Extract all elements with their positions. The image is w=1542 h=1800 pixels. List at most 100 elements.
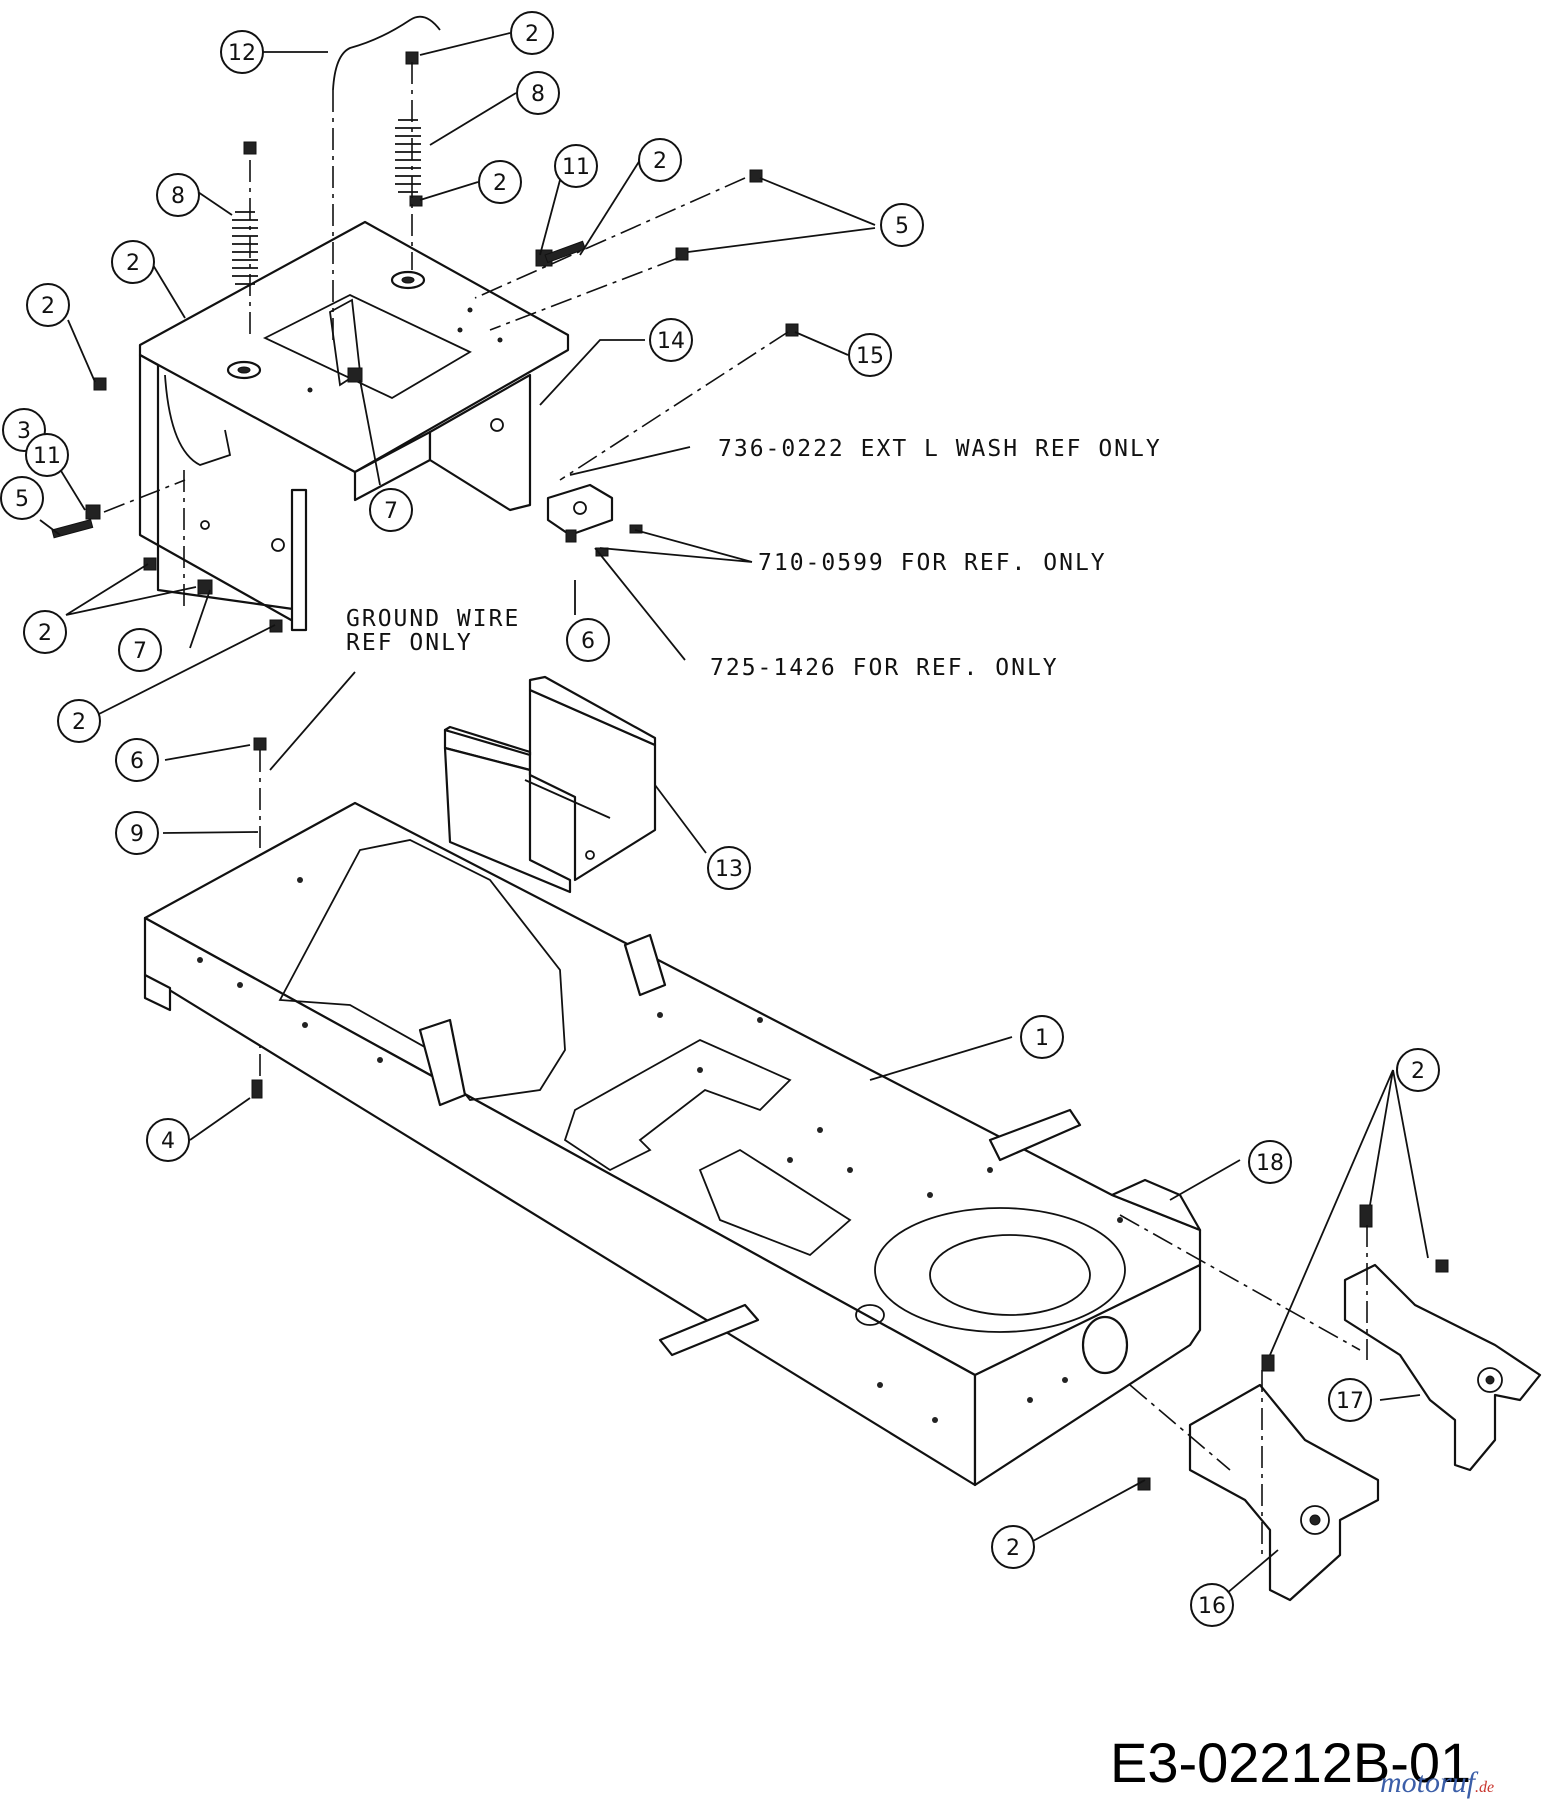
callout-circle <box>220 30 264 74</box>
callout-circle <box>478 160 522 204</box>
callout-label: 2 <box>72 710 86 735</box>
callout-label: 2 <box>1006 1536 1020 1561</box>
spring-part-8-left <box>232 211 258 285</box>
callout-label: 5 <box>15 487 29 512</box>
wire-harness-part-12 <box>332 15 441 91</box>
callout-circle <box>638 138 682 182</box>
spring-part-8-right <box>395 119 421 193</box>
diagram-code: E3-02212B-01 <box>1110 1731 1471 1794</box>
watermark-logo: motoruf.de <box>1380 1766 1494 1799</box>
callout-2: 2 <box>991 1525 1035 1569</box>
callout-circle <box>26 283 70 327</box>
axle-bracket-part-16 <box>1188 1383 1380 1602</box>
callout-17: 17 <box>1328 1378 1372 1422</box>
callout-label: 16 <box>1198 1594 1226 1619</box>
callout-9: 9 <box>115 811 159 855</box>
callout-circle <box>1328 1378 1372 1422</box>
callout-7: 7 <box>369 488 413 532</box>
callout-label: 18 <box>1256 1151 1284 1176</box>
callout-label: 2 <box>126 251 140 276</box>
callout-label: 14 <box>657 329 685 354</box>
callout-11: 11 <box>25 433 69 477</box>
callout-1: 1 <box>1020 1015 1064 1059</box>
note-part-710-0599: 710-0599 FOR REF. ONLY <box>758 550 1107 576</box>
callout-label: 6 <box>130 749 144 774</box>
note-ext-wash: 736-0222 EXT L WASH REF ONLY <box>718 436 1162 462</box>
callout-5: 5 <box>0 476 44 520</box>
callout-2: 2 <box>57 699 101 743</box>
callout-2: 2 <box>478 160 522 204</box>
callout-label: 2 <box>653 149 667 174</box>
callout-11: 11 <box>554 144 598 188</box>
hardware-fasteners <box>51 51 1449 1491</box>
axle-bracket-part-17 <box>1343 1263 1542 1472</box>
callout-circle <box>156 173 200 217</box>
callout-label: 2 <box>493 171 507 196</box>
callout-circle <box>369 488 413 532</box>
callout-4: 4 <box>146 1118 190 1162</box>
main-frame-part-1 <box>143 801 1202 1487</box>
callout-label: 15 <box>856 344 884 369</box>
callout-circle <box>0 476 44 520</box>
callout-label: 17 <box>1336 1389 1364 1414</box>
callout-circle <box>111 240 155 284</box>
callout-circle <box>115 811 159 855</box>
callout-circle <box>1248 1140 1292 1184</box>
callout-8: 8 <box>156 173 200 217</box>
callout-circle <box>991 1525 1035 1569</box>
callout-circle <box>115 738 159 782</box>
callout-label: 8 <box>531 82 545 107</box>
callout-circle <box>1190 1583 1234 1627</box>
battery-tray-part-13 <box>443 675 657 894</box>
callout-7: 7 <box>118 628 162 672</box>
callout-13: 13 <box>707 846 751 890</box>
callout-circle <box>880 203 924 247</box>
callout-circle <box>554 144 598 188</box>
callout-2: 2 <box>1396 1048 1440 1092</box>
callout-circle <box>118 628 162 672</box>
callout-circle <box>57 699 101 743</box>
callout-circle <box>707 846 751 890</box>
callout-2: 2 <box>111 240 155 284</box>
callout-18: 18 <box>1248 1140 1292 1184</box>
callout-label: 2 <box>41 294 55 319</box>
callout-label: 5 <box>895 214 909 239</box>
callout-label: 11 <box>33 444 61 469</box>
callout-label: 8 <box>171 184 185 209</box>
callout-label: 12 <box>228 41 256 66</box>
callout-12: 12 <box>220 30 264 74</box>
watermark-brand: motoruf <box>1380 1766 1479 1799</box>
callout-16: 16 <box>1190 1583 1234 1627</box>
callout-circle <box>848 333 892 377</box>
callout-circle <box>649 318 693 362</box>
callout-14: 14 <box>649 318 693 362</box>
callout-label: 11 <box>562 155 590 180</box>
callout-circle <box>516 71 560 115</box>
callout-label: 4 <box>161 1129 175 1154</box>
callout-label: 9 <box>130 822 144 847</box>
callout-15: 15 <box>848 333 892 377</box>
callout-2: 2 <box>510 11 554 55</box>
callout-6: 6 <box>566 618 610 662</box>
callout-5: 5 <box>880 203 924 247</box>
callout-label: 6 <box>581 629 595 654</box>
callout-circle <box>146 1118 190 1162</box>
callout-6: 6 <box>115 738 159 782</box>
callout-circle <box>1020 1015 1064 1059</box>
note-part-725-1426: 725-1426 FOR REF. ONLY <box>710 655 1059 681</box>
callout-circle <box>1396 1048 1440 1092</box>
callout-label: 1 <box>1035 1026 1049 1051</box>
callout-label: 3 <box>17 419 31 444</box>
callout-2: 2 <box>638 138 682 182</box>
callout-2: 2 <box>23 610 67 654</box>
callout-label: 7 <box>384 499 398 524</box>
callout-8: 8 <box>516 71 560 115</box>
interlock-switch <box>546 483 643 557</box>
note-ground-wire: GROUND WIRE <box>346 606 520 632</box>
callout-circle <box>23 610 67 654</box>
callout-label: 7 <box>133 639 147 664</box>
callout-circle <box>566 618 610 662</box>
callout-label: 2 <box>525 22 539 47</box>
note-ground-ref: REF ONLY <box>346 630 473 656</box>
